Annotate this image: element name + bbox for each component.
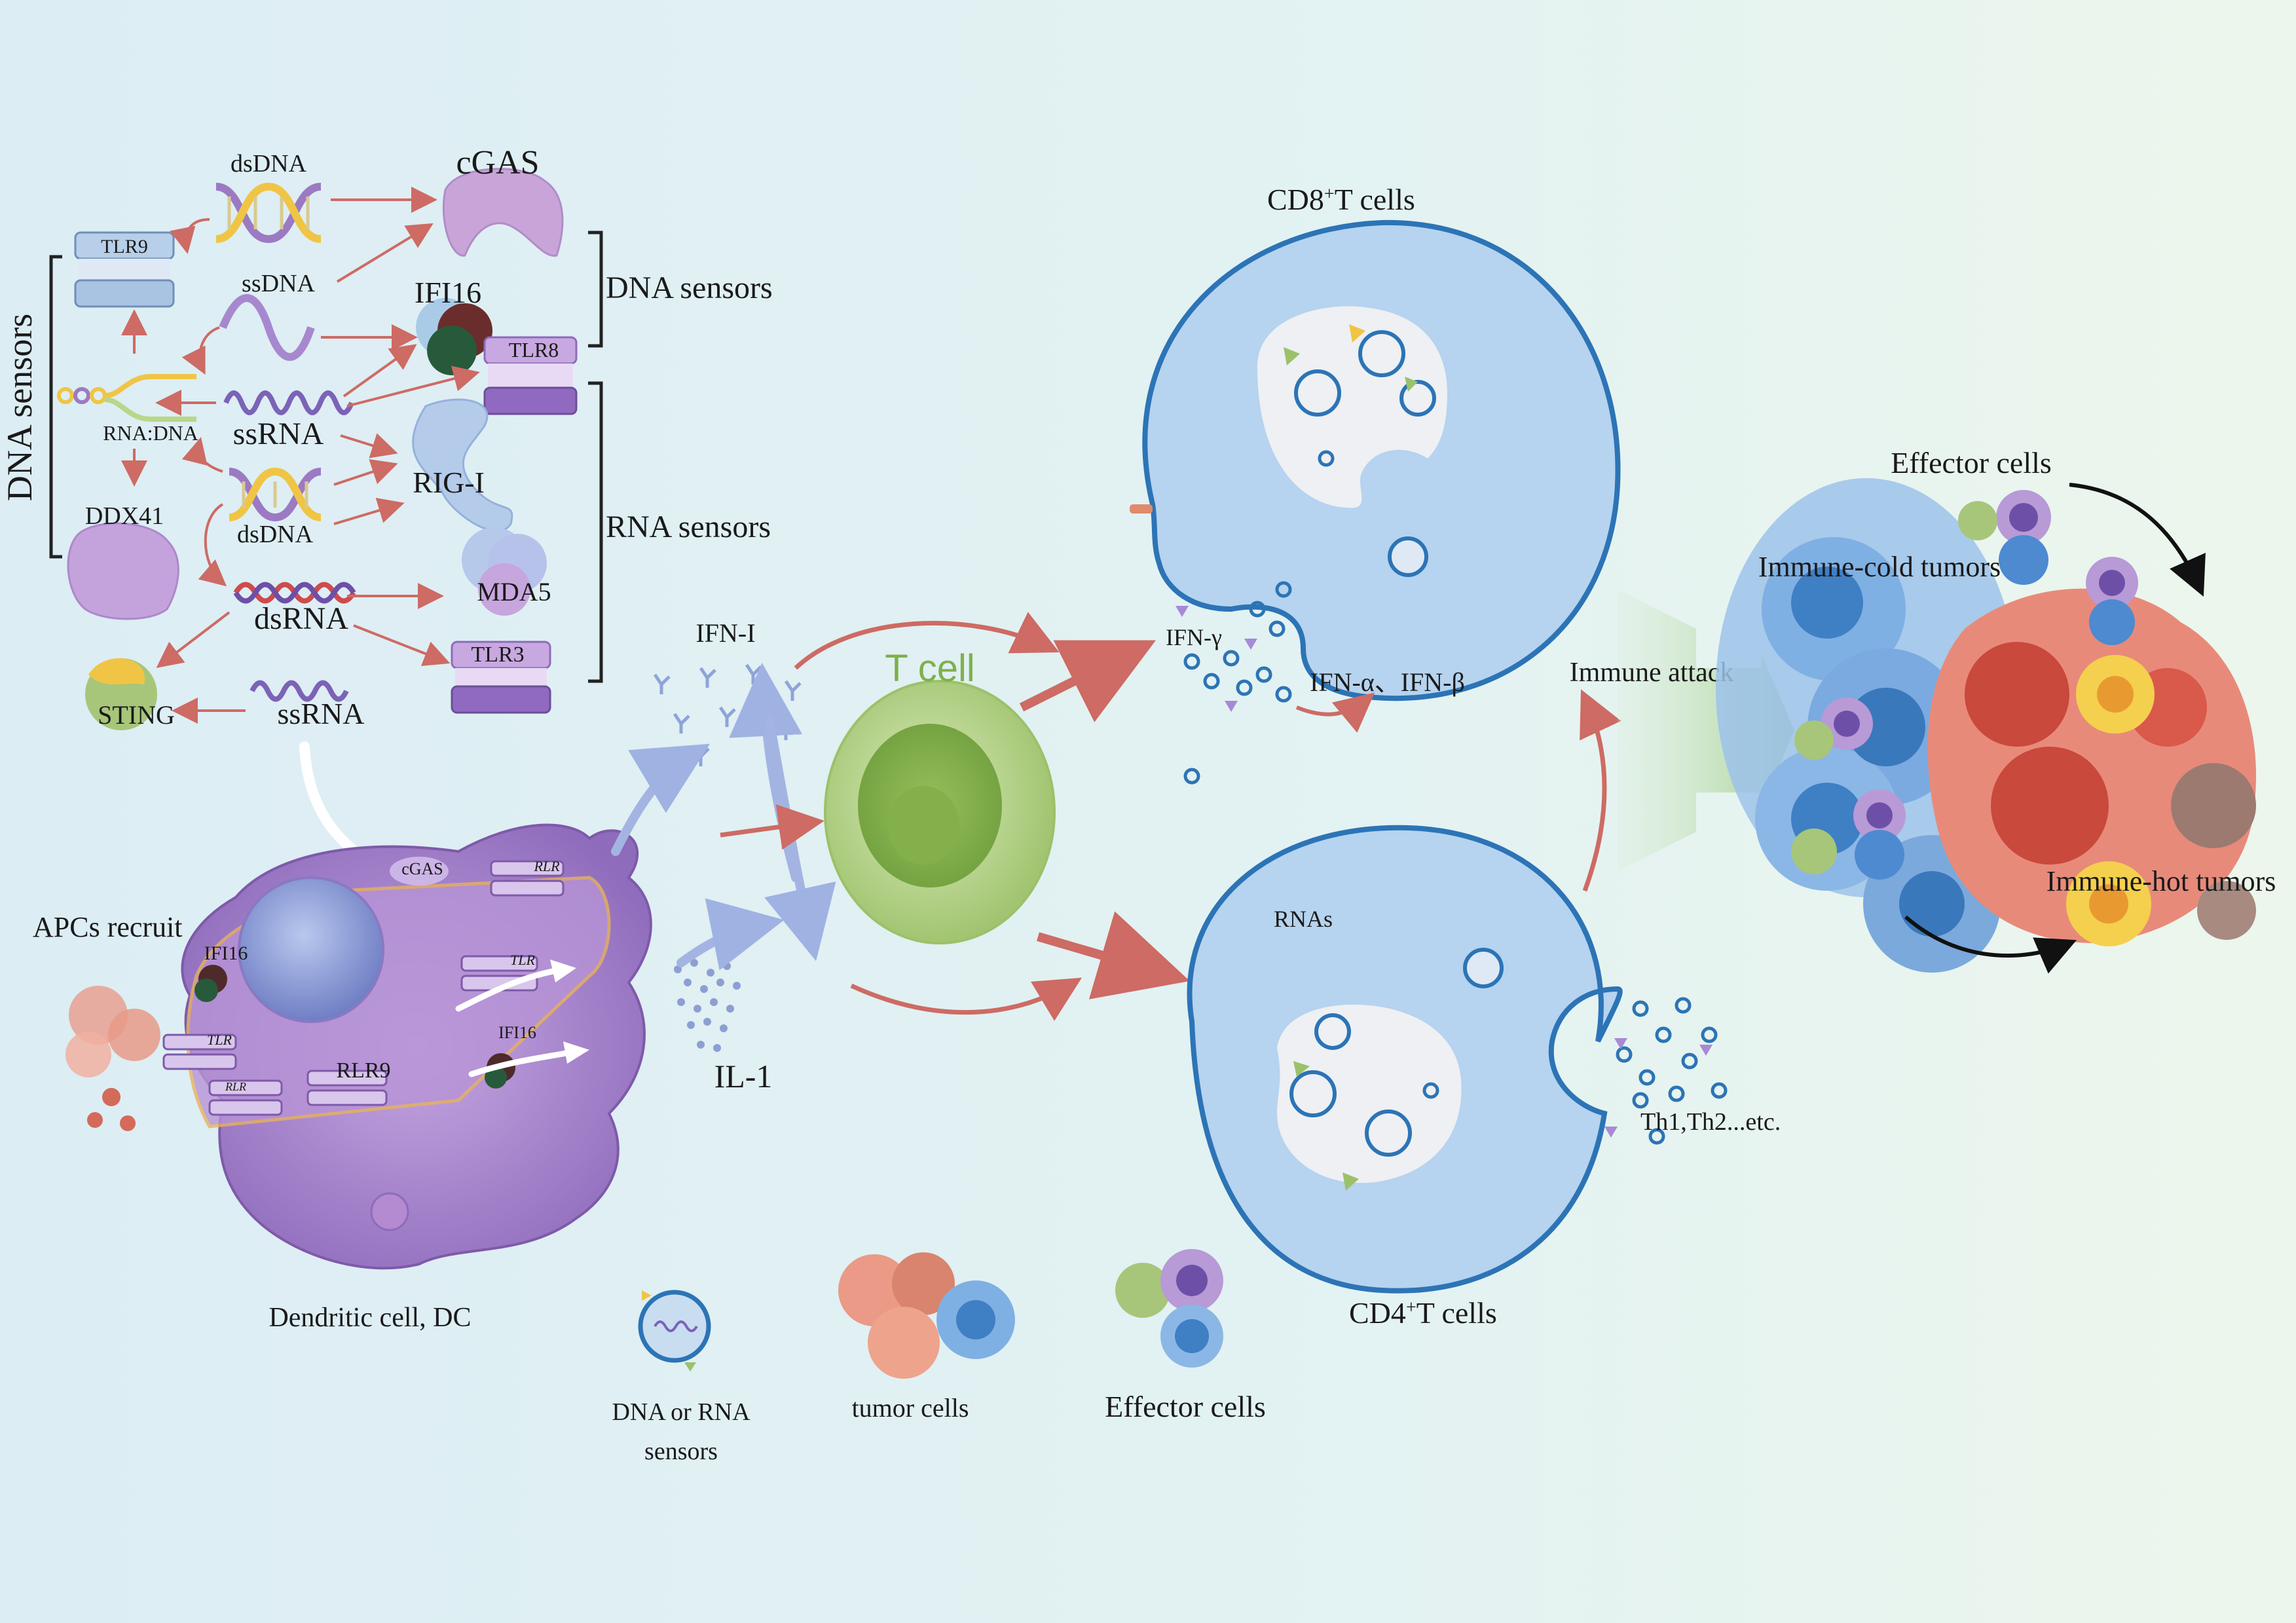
legend-sensor-icon bbox=[638, 1290, 711, 1371]
sensor-arrows bbox=[121, 187, 480, 724]
ifn-ab-arrow bbox=[1295, 692, 1375, 733]
mda5-label: MDA5 bbox=[477, 577, 551, 606]
ifi16-protein bbox=[416, 298, 492, 375]
t-cell-label: T cell bbox=[885, 647, 975, 690]
dsrna-strand bbox=[233, 582, 356, 604]
immune-cold-label: Immune-cold tumors bbox=[1758, 551, 2001, 583]
dna-sensors-label: DNA sensors bbox=[606, 270, 773, 305]
rna-dna-hybrid bbox=[57, 374, 196, 422]
ssdna-strand bbox=[219, 294, 315, 361]
legend-tumor-icon bbox=[838, 1252, 1015, 1379]
ifn-gamma-label: IFN-γ bbox=[1166, 624, 1222, 650]
cd4-to-attack-arrow bbox=[1580, 689, 1621, 892]
dc-ifi16-b-label: IFI16 bbox=[498, 1023, 536, 1042]
mda5-protein bbox=[462, 527, 547, 616]
rnas-label: RNAs bbox=[1274, 906, 1333, 932]
rig-i-protein bbox=[412, 398, 513, 532]
cd8-title: CD8+T cells bbox=[1267, 183, 1415, 216]
left-bracket bbox=[49, 255, 62, 559]
ifn-i-label: IFN-I bbox=[695, 618, 755, 648]
cd4-triangles bbox=[1604, 1038, 1713, 1138]
dsdna-top-label: dsDNA bbox=[231, 150, 307, 177]
dc-white-arrow-1 bbox=[455, 966, 566, 1012]
dc-rlr-b-label: RLR bbox=[225, 1080, 246, 1093]
immune-attack-label: Immune attack bbox=[1570, 658, 1734, 688]
dna-sensors-vertical-label: DNA sensors bbox=[0, 314, 39, 502]
tlr9-receptor bbox=[74, 231, 175, 308]
tlr3-receptor bbox=[451, 641, 551, 714]
dendritic-cell bbox=[162, 823, 652, 1270]
legend-effector-label: Effector cells bbox=[1105, 1390, 1266, 1423]
cd8-triangles bbox=[1176, 606, 1257, 712]
apcs-recruit-label: APCs recruit bbox=[33, 911, 183, 943]
rig-i-label: RIG-I bbox=[413, 466, 485, 499]
dsdna-top-helix bbox=[215, 182, 322, 244]
dc-rlr-a-label: RLR bbox=[533, 858, 560, 874]
cgas-protein bbox=[442, 168, 564, 257]
effector-cells-tumor-label: Effector cells bbox=[1891, 446, 2052, 479]
immune-hot-label: Immune-hot tumors bbox=[2046, 865, 2276, 897]
effector-black-arrow bbox=[2069, 483, 2206, 597]
dsdna-low-label: dsDNA bbox=[237, 521, 314, 548]
dc-white-arrow-2 bbox=[468, 1048, 580, 1077]
cd4-secretions bbox=[1616, 997, 1728, 1145]
tcell-arrows bbox=[720, 612, 1190, 1021]
rna-bracket bbox=[588, 381, 603, 683]
dsdna-low-helix bbox=[229, 467, 322, 522]
sting-label: STING bbox=[98, 700, 175, 730]
dc-ifi16-a-label: IFI16 bbox=[204, 942, 248, 964]
dc-rlr9-label: RLR9 bbox=[336, 1058, 390, 1083]
legend-tumor-label: tumor cells bbox=[852, 1393, 969, 1423]
ddx41-label: DDX41 bbox=[85, 502, 164, 530]
cold-to-hot-black-arrow bbox=[1904, 915, 2077, 974]
ifi16-label: IFI16 bbox=[415, 276, 481, 309]
th-label: Th1,Th2...etc. bbox=[1640, 1108, 1781, 1136]
dc-cgas-label: cGAS bbox=[401, 859, 443, 878]
ssrna-mid-strand bbox=[223, 390, 354, 415]
rna-sensors-label: RNA sensors bbox=[606, 510, 771, 544]
cgas-label: cGAS bbox=[456, 144, 539, 181]
ssdna-label: ssDNA bbox=[242, 270, 315, 297]
cd4-title: CD4+T cells bbox=[1349, 1296, 1497, 1330]
legend-sensors-line2: sensors bbox=[644, 1438, 718, 1465]
il-1-molecules bbox=[674, 959, 741, 1052]
apc-cluster bbox=[65, 986, 160, 1131]
cd8-secretions bbox=[1183, 581, 1292, 785]
ddx41-protein bbox=[67, 522, 179, 620]
cd8-t-cell bbox=[1130, 219, 1621, 701]
dc-tlr-b-label: TLR bbox=[207, 1032, 232, 1048]
dna-bracket bbox=[588, 231, 603, 348]
ssrna-mid-label: ssRNA bbox=[233, 417, 324, 451]
dsrna-label: dsRNA bbox=[254, 601, 348, 636]
legend-effector-icon bbox=[1115, 1249, 1223, 1368]
tumor-mass bbox=[1716, 478, 2257, 973]
tlr3-label: TLR3 bbox=[471, 643, 524, 667]
dc-tlr-a-label: TLR bbox=[510, 952, 535, 968]
dc-title: Dendritic cell, DC bbox=[268, 1303, 471, 1333]
tlr8-label: TLR8 bbox=[509, 338, 559, 362]
tlr8-receptor bbox=[483, 336, 578, 415]
il-1-label: IL-1 bbox=[714, 1058, 773, 1094]
ifn-ab-label: IFN-α、IFN-β bbox=[1310, 667, 1465, 697]
immune-attack-arrow bbox=[1618, 589, 1794, 871]
cd4-t-cell bbox=[1187, 825, 1623, 1294]
sensors-panel: DNA sensors TLR9 dsDNA cGAS ssDNA bbox=[0, 144, 773, 887]
dc-white-arrowhead-1 bbox=[550, 960, 576, 982]
tlr9-label: TLR9 bbox=[101, 236, 148, 257]
t-cell bbox=[824, 680, 1056, 944]
ssrna-low-strand bbox=[250, 680, 349, 702]
rna-dna-label: RNA:DNA bbox=[103, 421, 198, 445]
sting-protein bbox=[85, 658, 157, 730]
dc-white-arrowhead-2 bbox=[563, 1041, 589, 1064]
legend-sensors-line1: DNA or RNA bbox=[612, 1398, 750, 1426]
ssrna-low-label: ssRNA bbox=[278, 697, 365, 730]
